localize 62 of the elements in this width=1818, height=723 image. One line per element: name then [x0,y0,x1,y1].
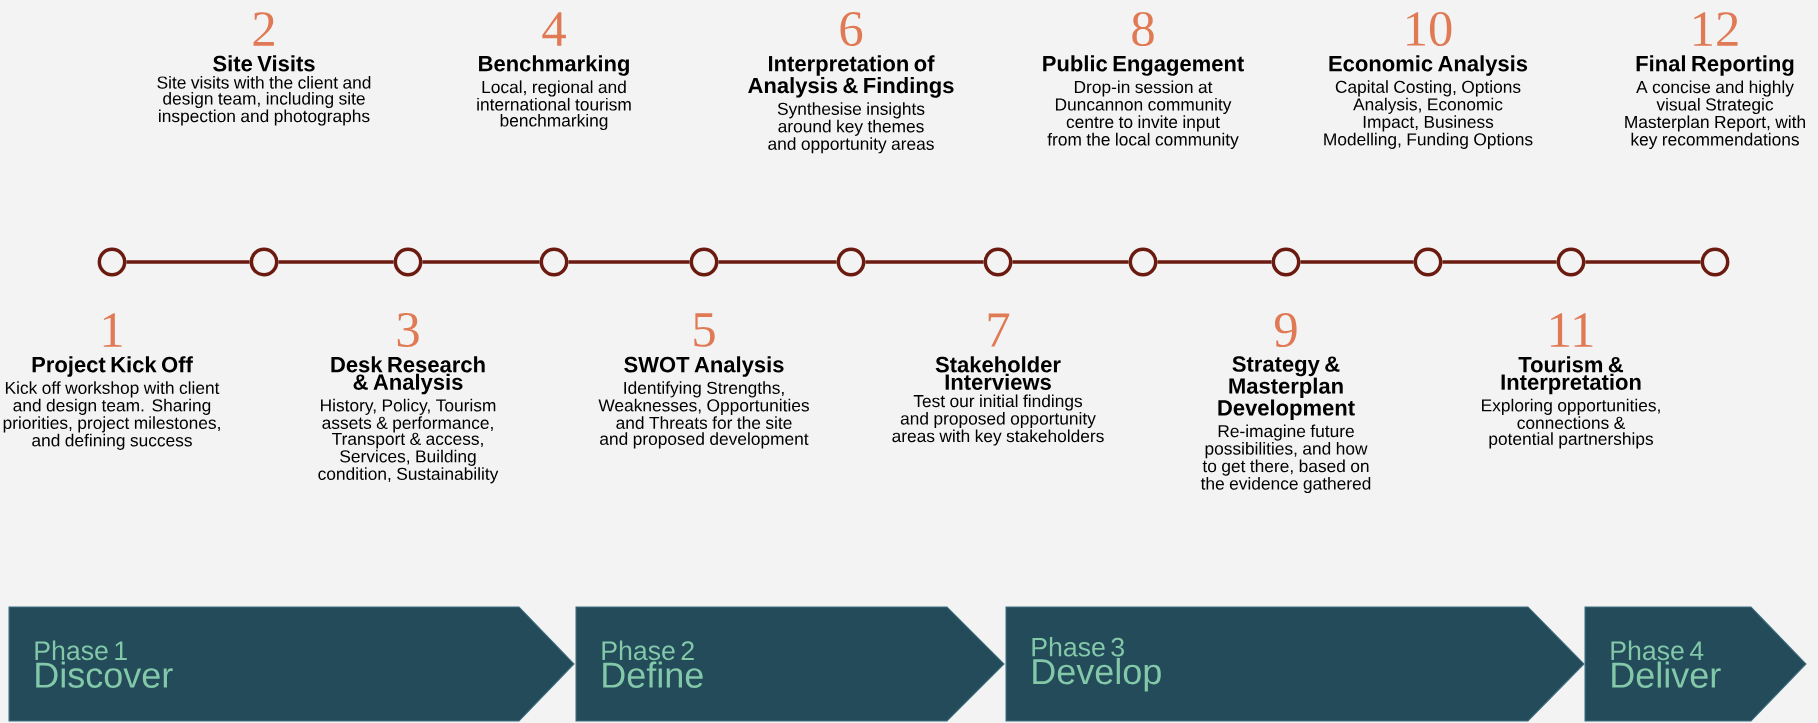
step-title: SWOT Analysis [624,356,784,377]
step-title: Economic Analysis [1329,55,1528,76]
timeline-circle [393,247,423,277]
step-title: Strategy & Masterplan Development [1218,356,1355,420]
step-description: Kick off workshop with client and design team. Sharing priorities, project milestones, and defining success [3,381,220,450]
timeline-line [718,260,837,264]
step-number: 3 [397,313,419,347]
timeline-line [278,260,394,264]
timeline-line [1585,260,1701,264]
timeline-circle [249,247,279,277]
timeline-circle [97,247,127,277]
step-number: 7 [988,313,1010,347]
timeline-line [126,260,250,264]
phase-banner: Phase 1 Discover [8,606,575,722]
timeline-circle [1556,247,1586,277]
step-description: Re-imagine future possibilities, and how to get there, based on the evidence gathered [1200,424,1371,494]
step-title: Desk Research & Analysis [331,356,485,395]
timeline-line [568,260,690,264]
step-title: Benchmarking [479,55,629,76]
step-number: 10 [1407,11,1452,47]
timeline-line [1157,260,1272,264]
step-title: Stakeholder Interviews [935,356,1061,390]
timeline-circle [836,247,866,277]
step-number: 8 [1132,11,1154,47]
step-number: 4 [542,12,566,46]
step-title: Project Kick Off [32,356,193,377]
step-number: 11 [1551,313,1593,347]
timeline-circle [1700,247,1730,277]
timeline-circle [1413,247,1443,277]
step-number: 5 [694,313,715,347]
step-title: Final Reporting [1636,55,1794,76]
step-title: Site Visits [213,55,315,72]
step-number: 9 [1274,313,1297,347]
step-description: Synthesise insights around key themes and opportunity areas [768,102,934,154]
step-description: History, Policy, Tourism assets & performance, Transport & access, Services, Building condition, Sustainability [318,398,499,484]
timeline-circle [1128,247,1158,277]
step-title: Public Engagement [1043,55,1244,76]
timeline-circle [539,247,569,277]
step-title: Tourism & Interpretation [1501,356,1641,395]
timeline-line [865,260,984,264]
phase-banner: Phase 4 Deliver [1584,606,1807,722]
step-description: Drop-in session at Duncannon community centre to invite input from the local community [1047,80,1239,149]
timeline-circle [689,247,719,277]
step-description: Site visits with the client and design team, including site inspection and photographs [157,75,371,126]
step-title: Interpretation of Analysis & Findings [748,55,954,98]
step-number: 12 [1694,12,1738,46]
step-description: Capital Costing, Options Analysis, Economic Impact, Business Modelling, Funding Options [1324,80,1533,149]
step-number: 2 [253,12,274,46]
timeline-circle [1271,247,1301,277]
step-number: 6 [840,12,863,46]
step-description: A concise and highly visual Strategic Masterplan Report, with key recommendations [1625,80,1805,149]
step-description: Local, regional and international tourism benchmarking [477,80,631,131]
step-description: Identifying Strengths, Weaknesses, Opportunities and Threats for the site and proposed development [598,381,809,449]
timeline-line [1300,260,1414,264]
timeline-line [1012,260,1129,264]
timeline-line [422,260,540,264]
step-number: 1 [103,313,122,347]
step-description: Exploring opportunities, connections & potential partnerships [1482,398,1660,449]
timeline-line [1442,260,1557,264]
timeline-circle [983,247,1013,277]
step-description: Test our initial findings and proposed opportunity areas with key stakeholders [892,394,1104,446]
phase-banner: Phase 2 Define [575,606,1005,722]
